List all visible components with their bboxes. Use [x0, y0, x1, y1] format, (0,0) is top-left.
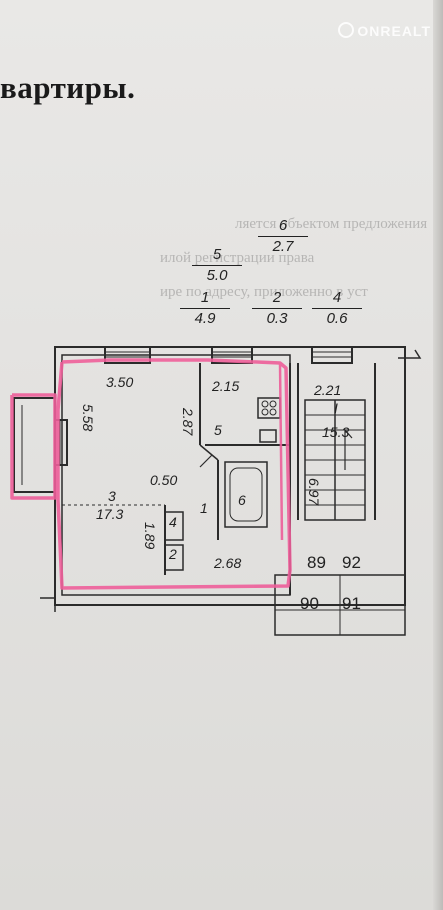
stove — [257, 397, 281, 419]
watermark-text: ONREALT — [357, 23, 431, 39]
window-top-3 — [311, 346, 353, 364]
fraction-area: 0.6 — [326, 310, 348, 327]
label-kitchen-height: 2.87 — [180, 408, 196, 436]
apartment-number-92: 92 — [342, 553, 361, 572]
label-hall-width: 2.68 — [214, 555, 242, 571]
label-room-height: 5.58 — [80, 404, 96, 432]
bathtub — [224, 461, 268, 528]
section-mark-left — [40, 597, 56, 612]
stair-arrow-icon — [344, 428, 353, 470]
document-heading: вартиры. — [0, 70, 136, 105]
label-kitchen-width: 2.15 — [212, 378, 240, 394]
label-room-number: 3 — [108, 488, 116, 504]
label-stair-side: 6.97 — [306, 478, 322, 506]
label-kitchen-number: 5 — [214, 422, 222, 438]
fraction-room-6: 6 2.7 — [258, 216, 308, 257]
sheet-edge — [433, 0, 443, 910]
watermark: ONREALT — [338, 22, 431, 39]
fraction-area: 5.0 — [206, 267, 228, 284]
fraction-area: 0.3 — [266, 310, 288, 327]
label-stair-area: 15.3 — [322, 424, 350, 440]
closet-box — [164, 511, 184, 541]
apartment-number-91: 91 — [342, 594, 361, 613]
faded-text-line-1: ляется объектом предложения — [235, 216, 428, 232]
fraction-room-1: 1 4.9 — [180, 288, 230, 329]
apartment-highlight — [10, 358, 292, 590]
faded-text-line-3: ире по адресу, приложенно в уст — [160, 284, 368, 300]
fraction-number: 1 — [180, 288, 230, 309]
label-corridor-width: 0.50 — [150, 472, 178, 488]
label-stair-number: I — [334, 400, 338, 416]
wc-box — [164, 544, 184, 571]
label-corridor-number: 1 — [200, 500, 208, 516]
faded-text-line-2: илой регистрации права — [160, 250, 315, 266]
label-bath-number: 6 — [238, 492, 246, 508]
fraction-number: 2 — [252, 288, 302, 309]
fraction-number: 5 — [192, 245, 242, 266]
label-room-area: 17.3 — [96, 506, 124, 522]
apartment-number-89: 89 — [307, 553, 326, 572]
balcony-outline — [13, 397, 55, 493]
section-mark-right — [398, 349, 422, 359]
apartment-number-90: 90 — [300, 594, 319, 613]
label-closet-number: 4 — [169, 514, 177, 530]
window-top-1 — [104, 346, 151, 364]
label-stair-width: 2.21 — [314, 382, 342, 398]
label-wc-number: 2 — [169, 546, 177, 562]
watermark-logo-icon — [338, 22, 355, 38]
label-closet-height: 1.89 — [142, 522, 158, 550]
fraction-area: 2.7 — [272, 238, 294, 255]
fraction-room-2: 2 0.3 — [252, 288, 302, 329]
fraction-area: 4.9 — [194, 310, 216, 327]
label-room-width: 3.50 — [106, 374, 134, 390]
fraction-room-5: 5 5.0 — [192, 245, 242, 286]
kitchen-sink — [259, 429, 277, 443]
fraction-room-4: 4 0.6 — [312, 288, 362, 329]
fraction-number: 4 — [312, 288, 362, 309]
fraction-number: 6 — [258, 216, 308, 237]
window-top-2 — [211, 346, 253, 364]
